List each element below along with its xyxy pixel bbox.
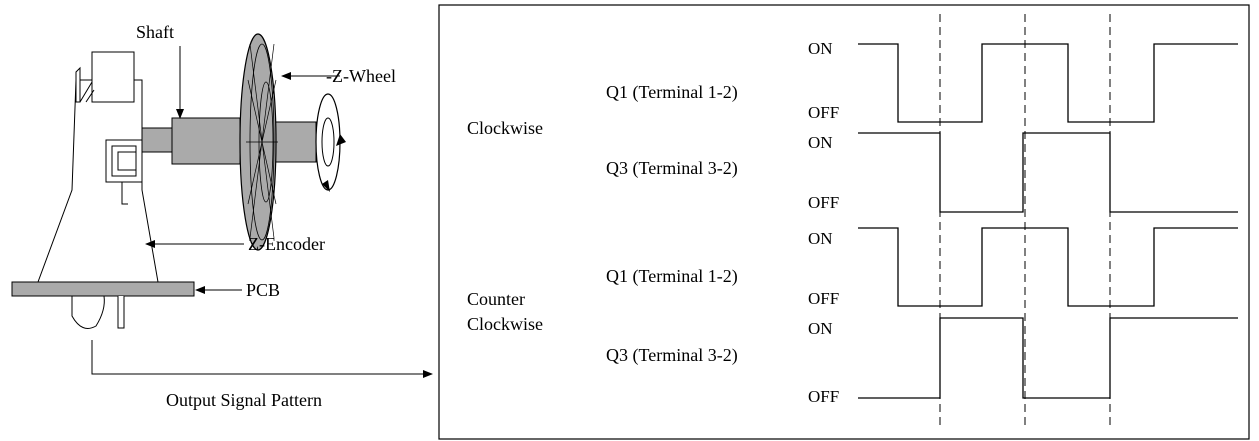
zencoder-label: Z-Encoder (248, 234, 325, 254)
signal-waveform (858, 43, 1238, 123)
signal-label: Q3 (Terminal 3-2) (606, 345, 738, 366)
shaft-base (141, 127, 173, 153)
signal-label: Q1 (Terminal 1-2) (606, 266, 738, 287)
timing-panel (438, 4, 1250, 440)
pcb-component (71, 295, 105, 329)
top-connector (75, 51, 135, 103)
direction-label: Clockwise (467, 314, 543, 334)
signal-label: Q1 (Terminal 1-2) (606, 82, 738, 103)
signal-waveform (858, 227, 1238, 307)
on-level-label: ON (808, 39, 833, 58)
zwheel-label: -Z-Wheel (326, 66, 396, 86)
off-level-label: OFF (808, 387, 839, 406)
signal-waveform (858, 132, 1238, 213)
encoder-illustration: Shaft -Z-Wheel Z-Encoder PCB Output Sign… (11, 22, 433, 410)
on-level-label: ON (808, 229, 833, 248)
output-signal-label: Output Signal Pattern (166, 390, 322, 410)
rotation-arrow-icon (315, 93, 346, 192)
direction-label: Clockwise (467, 118, 543, 138)
pcb-pin (117, 296, 125, 329)
pcb-label: PCB (246, 280, 280, 300)
shaft (171, 117, 241, 165)
off-level-label: OFF (808, 289, 839, 308)
output-signal-arrow (91, 340, 433, 378)
on-level-label: ON (808, 319, 833, 338)
signal-label: Q3 (Terminal 3-2) (606, 158, 738, 179)
z-wheel (239, 33, 278, 251)
shaft-label: Shaft (136, 22, 174, 42)
sensor-block (105, 139, 143, 205)
off-level-label: OFF (808, 193, 839, 212)
timing-diagram: Clockwise Q1 (Terminal 1-2) ON OFF Q3 (Termi… (467, 14, 1238, 430)
on-level-label: ON (808, 133, 833, 152)
direction-label: Counter (467, 289, 525, 309)
pcb-board (11, 281, 195, 297)
signal-waveform (858, 317, 1238, 399)
off-level-label: OFF (808, 103, 839, 122)
